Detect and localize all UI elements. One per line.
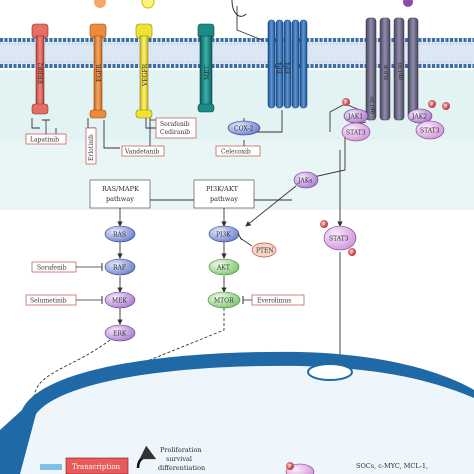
- pathway-label-pi3k-akt-2: pathway: [210, 195, 238, 203]
- receptor-vegfr: VEGFR: [135, 23, 153, 119]
- receptor-label-ep4: EP4: [277, 62, 284, 74]
- phospho-label-3: P: [444, 104, 447, 110]
- drug-label-erlotinib: Erlotinib: [88, 134, 95, 161]
- receptor-label-ep4-right: EP4: [285, 62, 292, 74]
- outcome-survival: survival: [166, 455, 192, 463]
- dna-strand: [40, 464, 62, 470]
- node-stat3-mid: STAT3 P P: [320, 220, 357, 256]
- node-erk: ERK: [104, 324, 136, 342]
- outcome-arrow: [136, 445, 157, 469]
- drug-celecoxib: Celecoxib: [215, 145, 261, 157]
- phospho-label-1: P: [344, 100, 347, 106]
- drug-label-everolimus: Everolimus: [257, 298, 291, 305]
- node-label-jaks: JAKs: [297, 178, 312, 185]
- node-label-stat3-left: STAT3: [346, 130, 366, 137]
- drug-label-celecoxib: Celecoxib: [221, 149, 251, 156]
- node-mek: MEK: [104, 291, 136, 309]
- drug-erlotinib: Erlotinib: [85, 127, 97, 165]
- receptor-erbb2: ERBB2: [31, 23, 49, 115]
- receptor-label-met: MET: [204, 65, 211, 80]
- node-ras: RAS: [104, 225, 136, 243]
- outcome-proliferation: Proliferation: [160, 446, 202, 454]
- receptor-label-il6r: IL6-R: [384, 64, 390, 80]
- node-raf: RAF: [104, 258, 136, 276]
- drug-sorafenib-cediranib: Sorafenib Cediranib: [150, 117, 197, 139]
- pathway-label-ras-mapk-2: pathway: [106, 195, 134, 203]
- node-jaks: JAKs: [245, 171, 319, 227]
- receptor-label-vegfr: VEGFR: [142, 63, 149, 87]
- phospho-label-2: P: [430, 102, 433, 108]
- phospho-label-4: P: [322, 222, 325, 228]
- node-jak1: JAK1: [343, 108, 369, 124]
- node-pten: PTEN: [237, 233, 277, 258]
- node-label-mek: MEK: [112, 298, 128, 305]
- pathway-pi3k-akt: PI3K/AKT pathway: [193, 179, 255, 209]
- node-stat3-nucleus: P: [285, 462, 315, 474]
- phospho-label-5: P: [350, 250, 353, 256]
- drug-selumetinib: Selumetinib: [25, 294, 103, 306]
- outcome-differentiation: differentiation: [158, 464, 205, 472]
- drug-label-vandetanib: Vandetanib: [124, 149, 159, 156]
- drug-lapatinib: Lapatinib: [25, 119, 67, 145]
- receptor-met: MET: [197, 23, 215, 113]
- transcription-label: Transcription: [72, 463, 121, 471]
- receptor-ep4: EP4 EP4: [267, 19, 308, 109]
- node-stat3-left: STAT3 P: [341, 98, 371, 142]
- transcription-box: Transcription: [40, 457, 129, 474]
- node-label-ras: RAS: [113, 232, 126, 239]
- node-label-jak2: JAK2: [411, 114, 427, 121]
- outcomes: Proliferation survival differentiation: [158, 446, 205, 472]
- drug-label-sorafenib: Sorafenib: [37, 265, 67, 272]
- receptor-label-egfr: EGFR: [96, 64, 103, 82]
- drug-sorafenib: Sorafenib: [31, 261, 103, 273]
- drug-label-lapatinib: Lapatinib: [30, 137, 59, 144]
- receptor-label-gp130-left: gp130: [370, 96, 376, 114]
- receptor-gp130-il6r: gp130 IL6-R gp130: [365, 17, 419, 121]
- node-label-cox2: COX-2: [234, 126, 253, 133]
- pathway-label-ras-mapk-1: RAS/MAPK: [102, 185, 139, 193]
- receptor-label-erbb2: ERBB2: [38, 62, 45, 84]
- drug-label-sorafenib-1: Sorafenib: [160, 121, 190, 128]
- node-label-jak1: JAK1: [347, 114, 363, 121]
- node-cox2: COX-2: [227, 120, 261, 136]
- node-label-mtor: MTOR: [214, 298, 234, 305]
- pathway-label-pi3k-akt-1: PI3K/AKT: [206, 185, 239, 193]
- node-stat3-right: STAT3 P P: [415, 100, 450, 140]
- phospho-label-6: P: [288, 464, 291, 470]
- drug-vandetanib: Vandetanib: [121, 145, 165, 157]
- receptor-label-gp130-right: gp130: [398, 62, 404, 80]
- node-jak2: JAK2: [407, 108, 433, 124]
- node-label-stat3-mid: STAT3: [329, 236, 349, 243]
- drug-everolimus: Everolimus: [242, 294, 305, 306]
- node-label-erk: ERK: [113, 331, 127, 338]
- node-label-akt: AKT: [216, 265, 230, 272]
- drug-label-selumetinib: Selumetinib: [30, 298, 67, 305]
- node-pi3k: PI3K: [208, 225, 240, 243]
- node-mtor: MTOR: [207, 291, 241, 309]
- nucleus: [0, 351, 474, 474]
- node-label-raf: RAF: [113, 265, 126, 272]
- pathway-ras-mapk: RAS/MAPK pathway: [89, 179, 151, 209]
- drug-label-cediranib: Cediranib: [160, 129, 190, 136]
- node-label-pten: PTEN: [256, 248, 274, 255]
- receptor-egfr: EGFR: [89, 23, 107, 119]
- node-label-stat3-right: STAT3: [420, 128, 440, 135]
- node-label-pi3k: PI3K: [216, 232, 231, 239]
- node-akt: AKT: [208, 258, 240, 276]
- target-genes: SOCs, c-MYC, MCL-1,: [356, 462, 428, 470]
- ligands: [94, 0, 413, 17]
